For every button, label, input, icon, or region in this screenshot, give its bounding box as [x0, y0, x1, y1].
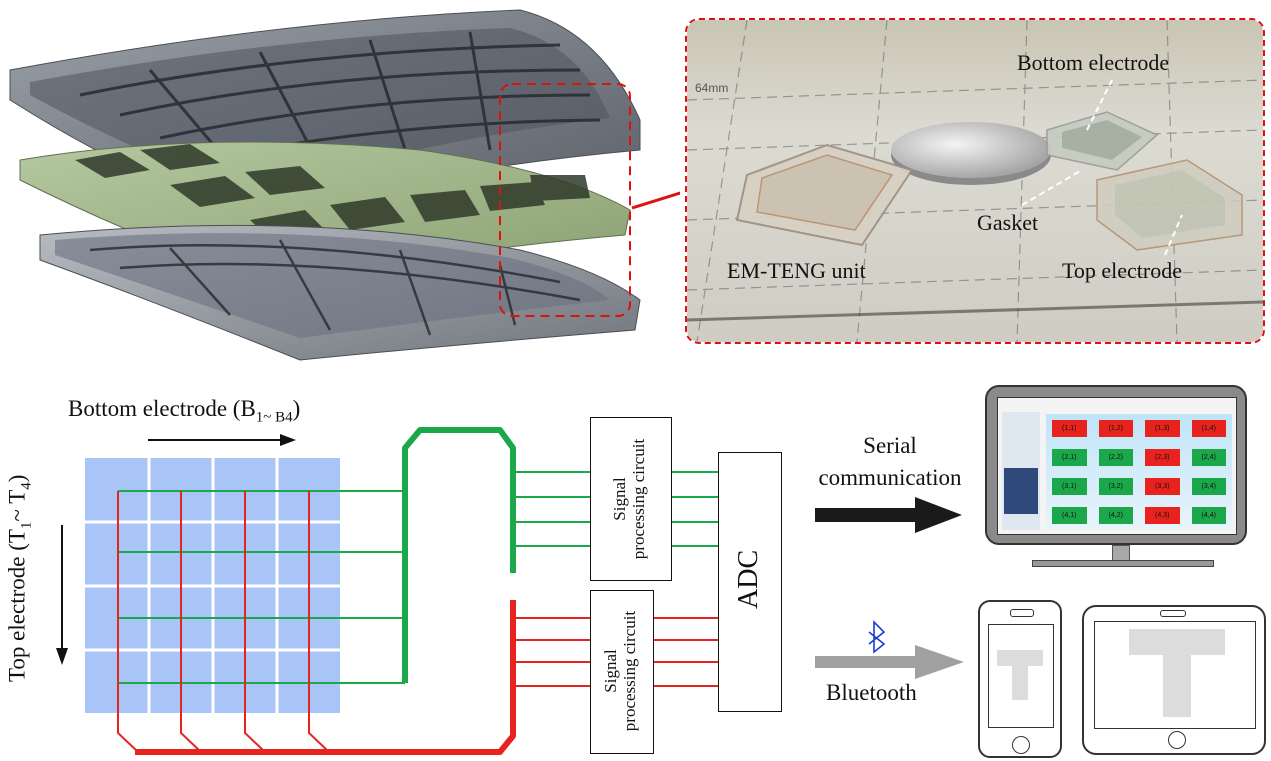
grid-gaps — [85, 458, 340, 713]
sensor-cell: (4,4) — [1191, 507, 1226, 524]
adc-block — [718, 452, 782, 712]
red-bus — [135, 600, 516, 755]
phone-t-shape — [997, 650, 1043, 666]
red-outputs — [513, 617, 718, 687]
signal-processing-label-bottom: Signal processing circuit — [601, 610, 639, 732]
top-electrode-axis-label: Top electrode (T1~ T4) — [4, 474, 35, 683]
label-em-teng-unit: EM-TENG unit — [727, 258, 866, 283]
app-sidebar-dark — [1004, 468, 1038, 514]
green-outputs — [513, 471, 718, 547]
sensor-cell: (1,3) — [1145, 420, 1180, 437]
tablet-t-shape — [1129, 629, 1225, 655]
sensor-cell: (3,2) — [1098, 478, 1133, 495]
sensor-cell: (3,4) — [1191, 478, 1226, 495]
sensor-cell: (2,1) — [1052, 449, 1087, 466]
adc-label: ADC — [733, 549, 764, 609]
label-bottom-electrode: Bottom electrode — [1017, 50, 1170, 75]
sensor-state-grid: (1,1) (1,2) (1,3) (1,4) (2,1) (2,2) (2,3) (2,4)… — [1046, 414, 1232, 530]
tablet — [1082, 605, 1266, 755]
serial-label: Serial communication — [818, 433, 962, 490]
bluetooth-label: Bluetooth — [826, 680, 917, 705]
phone-t-stem — [1012, 666, 1028, 700]
bottom-electrode-lines — [117, 491, 330, 753]
label-top-electrode: Top electrode — [1062, 258, 1183, 283]
tablet-home-button — [1168, 731, 1186, 749]
phone-home-button — [1012, 736, 1030, 754]
phone-screen — [988, 624, 1054, 728]
exploded-device-illustration — [9, 9, 680, 361]
sensor-cell: (2,2) — [1098, 449, 1133, 466]
sensor-cell: (3,1) — [1052, 478, 1087, 495]
monitor-base — [1032, 560, 1214, 567]
sensor-cell: (1,2) — [1098, 420, 1133, 437]
tablet-t-stem — [1163, 655, 1191, 717]
top-electrode-lines — [118, 490, 405, 684]
sensor-cell: (2,3) — [1145, 449, 1180, 466]
device-photo-frame: 64mm Bottom electrode Gasket EM-TENG uni… — [685, 18, 1265, 344]
signal-processing-label-top: Signal processing circuit — [610, 438, 648, 560]
sensor-cell: (4,1) — [1052, 507, 1087, 524]
svg-text:64mm: 64mm — [695, 81, 728, 95]
bluetooth-icon — [868, 620, 886, 654]
phone — [978, 600, 1062, 758]
tablet-speaker — [1160, 610, 1186, 617]
sensor-cell: (4,3) — [1145, 507, 1180, 524]
tablet-screen — [1094, 621, 1256, 729]
phone-speaker — [1010, 609, 1034, 617]
green-bus — [402, 427, 516, 683]
sensor-cell: (3,3) — [1145, 478, 1180, 495]
sensor-cell: (4,2) — [1098, 507, 1133, 524]
bottom-electrode-axis-label: Bottom electrode (B1~ B4) — [68, 396, 301, 426]
sensor-cell: (1,1) — [1052, 420, 1087, 437]
monitor-screen: (1,1) (1,2) (1,3) (1,4) (2,1) (2,2) (2,3) (2,4)… — [997, 397, 1237, 535]
sensor-cell: (2,4) — [1191, 449, 1226, 466]
monitor: (1,1) (1,2) (1,3) (1,4) (2,1) (2,2) (2,3) (2,4)… — [985, 385, 1247, 545]
zoom-selection-box — [499, 83, 631, 317]
signal-processing-circuit-top — [590, 417, 672, 581]
device-photo: 64mm — [687, 20, 1263, 342]
sensor-cell: (1,4) — [1191, 420, 1226, 437]
signal-processing-circuit-bottom — [590, 590, 654, 754]
label-gasket: Gasket — [977, 210, 1039, 235]
